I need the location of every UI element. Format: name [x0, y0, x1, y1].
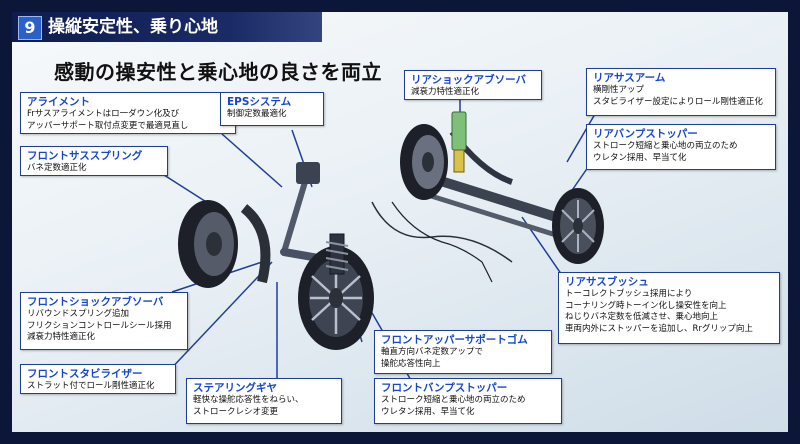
callout-front-bump: フロントバンプストッパー ストローク短縮と乗心地の両立のため ウレタン採用、早当… [374, 378, 562, 424]
callout-rear-bush: リアサスブッシュ トーコレクトブッシュ採用により コーナリング時トーイン化し操安… [558, 272, 780, 344]
rear-left-wheel [400, 124, 448, 200]
callout-title: リアサスアーム [593, 72, 769, 85]
callout-title: リアバンプストッパー [593, 128, 769, 141]
callout-line: 減衰力特性適正化 [27, 332, 181, 344]
callout-rear-shock: リアショックアブソーバ 減衰力特性適正化 [404, 70, 542, 100]
callout-steering-gear: ステアリングギヤ 軽快な操舵応答性をねらい、 ストロークレシオ変更 [186, 378, 342, 424]
callout-line: 減衰力特性適正化 [411, 87, 535, 99]
callout-title: フロントアッパーサポートゴム [381, 334, 545, 347]
callout-title: リアサスブッシュ [565, 276, 773, 289]
callout-title: ステアリングギヤ [193, 382, 335, 395]
callout-line: ストローク短縮と乗心地の両立のため [593, 141, 769, 153]
callout-line: ねじりバネ定数を低減させ、乗心地向上 [565, 312, 773, 324]
callout-eps: EPSシステム 制御定数最適化 [220, 92, 324, 126]
callout-line: 軽快な操舵応答性をねらい、 [193, 395, 335, 407]
callout-line: バネ定数適正化 [27, 163, 161, 175]
rear-right-wheel [552, 188, 604, 264]
callout-front-shock: フロントショックアブソーバ リバウンドスプリング追加 フリクションコントロールシ… [20, 292, 188, 350]
callout-line: 軸直方向バネ定数アップで [381, 347, 545, 359]
callout-title: フロントサススプリング [27, 150, 161, 163]
page-title: 感動の操安性と乗心地の良さを両立 [54, 56, 382, 85]
callout-line: リバウンドスプリング追加 [27, 309, 181, 321]
callout-front-spring: フロントサススプリング バネ定数適正化 [20, 146, 168, 176]
callout-line: ウレタン採用、早当て化 [381, 407, 555, 419]
section-number: 9 [18, 16, 42, 40]
callout-line: ストローク短縮と乗心地の両立のため [381, 395, 555, 407]
slide: 9 操縦安定性、乗り心地 感動の操安性と乗心地の良さを両立 アライメント Frサ… [12, 12, 788, 432]
callout-title: フロントスタビライザー [27, 368, 169, 381]
callout-line: スタビライザー設定によりロール剛性適正化 [593, 97, 769, 109]
steering-column [284, 162, 330, 260]
callout-front-stabilizer: フロントスタビライザー ストラット付でロール剛性適正化 [20, 364, 176, 394]
callout-line: 車両内外にストッパーを追加し、Rrグリップ向上 [565, 324, 773, 336]
callout-line: ウレタン採用、早当て化 [593, 153, 769, 165]
callout-line: ストロークレシオ変更 [193, 407, 335, 419]
front-left-wheel [178, 200, 265, 288]
callout-title: リアショックアブソーバ [411, 74, 535, 87]
callout-alignment: アライメント Frサスアライメントはロ一ダウン化及び アッパーサポート取付点変更… [20, 92, 236, 134]
callout-front-upper-support: フロントアッパーサポートゴム 軸直方向バネ定数アップで 操舵応答性向上 [374, 330, 552, 374]
callout-line: アッパーサポート取付点変更で最適見直し [27, 121, 229, 133]
callout-line: 操舵応答性向上 [381, 359, 545, 371]
callout-line: ストラット付でロール剛性適正化 [27, 381, 169, 393]
callout-title: フロントショックアブソーバ [27, 296, 181, 309]
callout-line: トーコレクトブッシュ採用により [565, 289, 773, 301]
section-title: 操縦安定性、乗り心地 [48, 16, 218, 38]
callout-line: Frサスアライメントはロ一ダウン化及び [27, 109, 229, 121]
callout-line: 制御定数最適化 [227, 109, 317, 121]
callout-line: 横剛性アップ [593, 85, 769, 97]
rear-shock [452, 112, 466, 172]
callout-rear-bump: リアバンプストッパー ストローク短縮と乗心地の両立のため ウレタン採用、早当て化 [586, 124, 776, 170]
callout-line: フリクションコントロールシール採用 [27, 321, 181, 333]
callout-rear-arm: リアサスアーム 横剛性アップ スタビライザー設定によりロール剛性適正化 [586, 68, 776, 116]
callout-title: アライメント [27, 96, 229, 109]
callout-title: EPSシステム [227, 96, 317, 109]
header-bar: 9 操縦安定性、乗り心地 [12, 12, 322, 42]
callout-line: コーナリング時トーイン化し操安性を向上 [565, 301, 773, 313]
callout-title: フロントバンプストッパー [381, 382, 555, 395]
